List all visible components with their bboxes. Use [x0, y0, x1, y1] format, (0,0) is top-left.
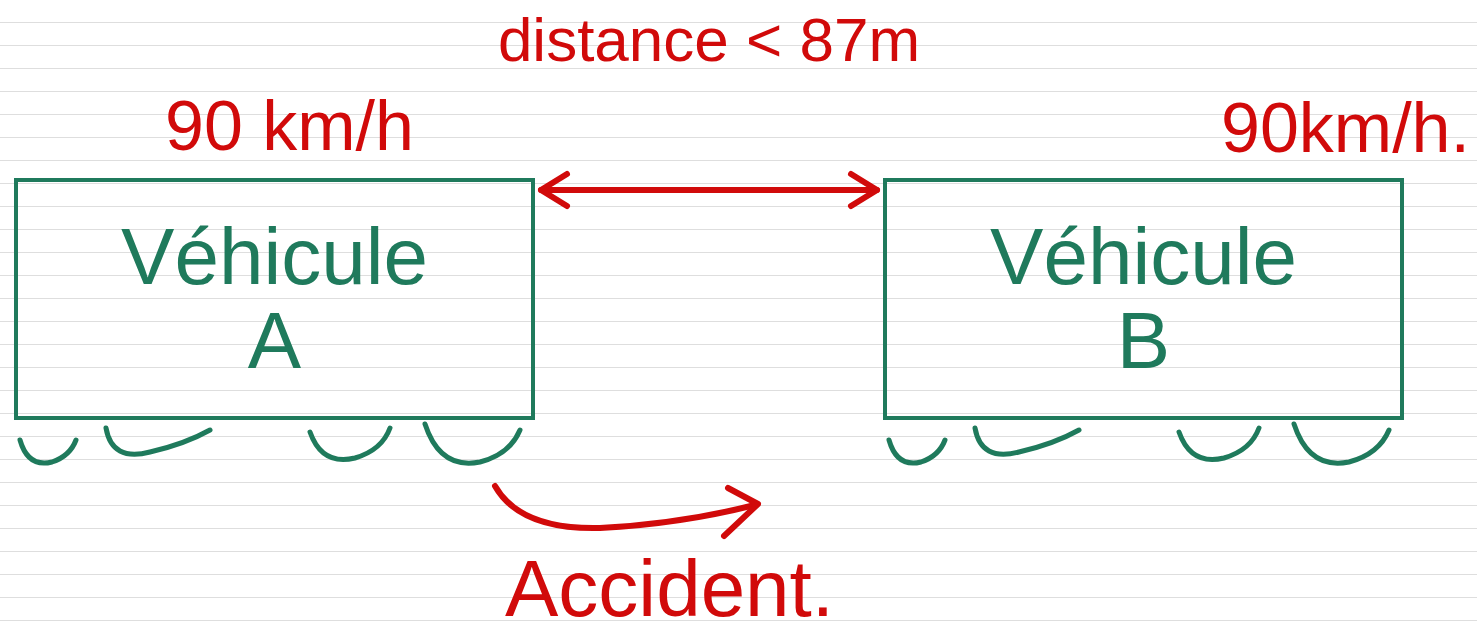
vehicle-name: Véhicule A: [121, 215, 428, 383]
vehicle-name: Véhicule B: [990, 215, 1297, 383]
distance-label: distance < 87m: [498, 6, 920, 74]
wheel: [106, 428, 210, 454]
arrowhead: [851, 174, 877, 206]
wheels-b: [889, 424, 1389, 463]
speed-label: 90km/h.: [1221, 90, 1470, 167]
arrowhead: [724, 488, 758, 536]
vehicle-box: Véhicule A: [14, 178, 535, 420]
speed-label: 90 km/h: [165, 88, 414, 165]
wheel: [310, 428, 390, 460]
wheel: [20, 440, 76, 463]
wheels-a: [20, 424, 520, 463]
wheel: [1179, 428, 1259, 460]
arrowhead: [541, 174, 567, 206]
curved-arrow: [495, 486, 755, 528]
vehicle-box: Véhicule B: [883, 178, 1404, 420]
connector-line: [541, 187, 877, 193]
wheel: [975, 428, 1079, 454]
wheel: [425, 424, 520, 463]
accident-arrow: [495, 486, 758, 536]
distance-arrow: [541, 174, 877, 206]
accident-note: Accident.: [505, 545, 834, 633]
wheel: [889, 440, 945, 463]
wheel: [1294, 424, 1389, 463]
